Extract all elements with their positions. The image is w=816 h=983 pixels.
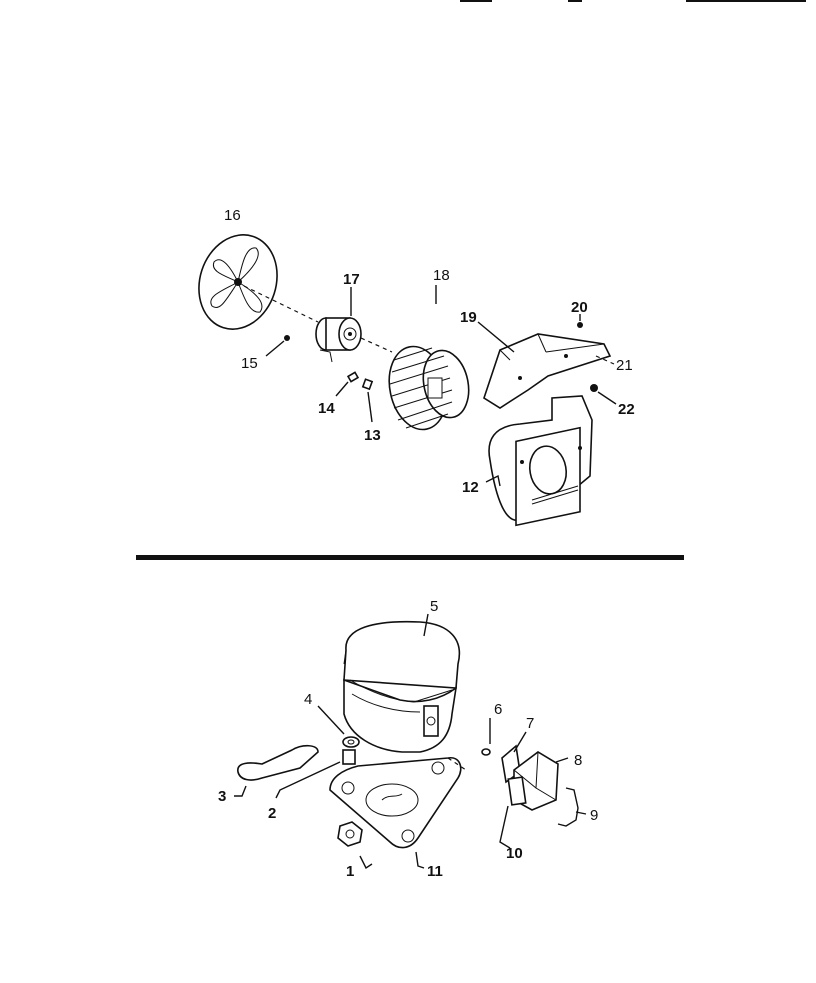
label-3: 3 <box>218 788 226 805</box>
label-14: 14 <box>318 400 335 417</box>
label-20: 20 <box>571 299 588 316</box>
fan-motor-part <box>315 287 393 363</box>
label-7: 7 <box>526 715 534 732</box>
label-17: 17 <box>343 271 360 288</box>
leader-21 <box>595 355 615 365</box>
label-13: 13 <box>364 427 381 444</box>
screw-15-part <box>265 335 290 357</box>
label-5: 5 <box>430 598 438 615</box>
screw-20-part <box>577 314 583 328</box>
label-10: 10 <box>506 845 523 862</box>
overload-part <box>499 776 527 849</box>
wire-clip-part <box>557 787 587 827</box>
screw-6-part <box>481 718 491 756</box>
sleeve-part <box>275 749 356 799</box>
label-9: 9 <box>590 807 598 824</box>
section-divider <box>136 555 684 560</box>
label-6: 6 <box>494 701 502 718</box>
label-18: 18 <box>433 267 450 284</box>
base-plate-part <box>329 757 467 869</box>
label-12: 12 <box>462 479 479 496</box>
label-11: 11 <box>427 863 443 880</box>
label-16: 16 <box>224 207 241 224</box>
label-1: 1 <box>346 863 354 880</box>
blower-wheel-part <box>388 285 470 431</box>
compressor-part <box>343 613 461 753</box>
part-labels: 16 17 18 19 20 21 22 15 14 13 12 5 4 6 7… <box>218 207 635 880</box>
label-21: 21 <box>616 357 633 374</box>
grommet-part <box>317 705 360 748</box>
blower-housing-part <box>485 395 593 527</box>
clip-14-part <box>335 371 360 397</box>
label-15: 15 <box>241 355 258 372</box>
bracket-part <box>477 321 612 409</box>
clip-13-part <box>361 378 374 423</box>
nut-part <box>337 821 373 870</box>
label-4: 4 <box>304 691 312 708</box>
clip-3-part <box>234 744 319 797</box>
label-19: 19 <box>460 309 477 326</box>
fan-blade-part <box>198 234 319 330</box>
label-2: 2 <box>268 805 276 822</box>
label-22: 22 <box>618 401 635 418</box>
screw-22-part <box>590 384 617 405</box>
label-8: 8 <box>574 752 582 769</box>
